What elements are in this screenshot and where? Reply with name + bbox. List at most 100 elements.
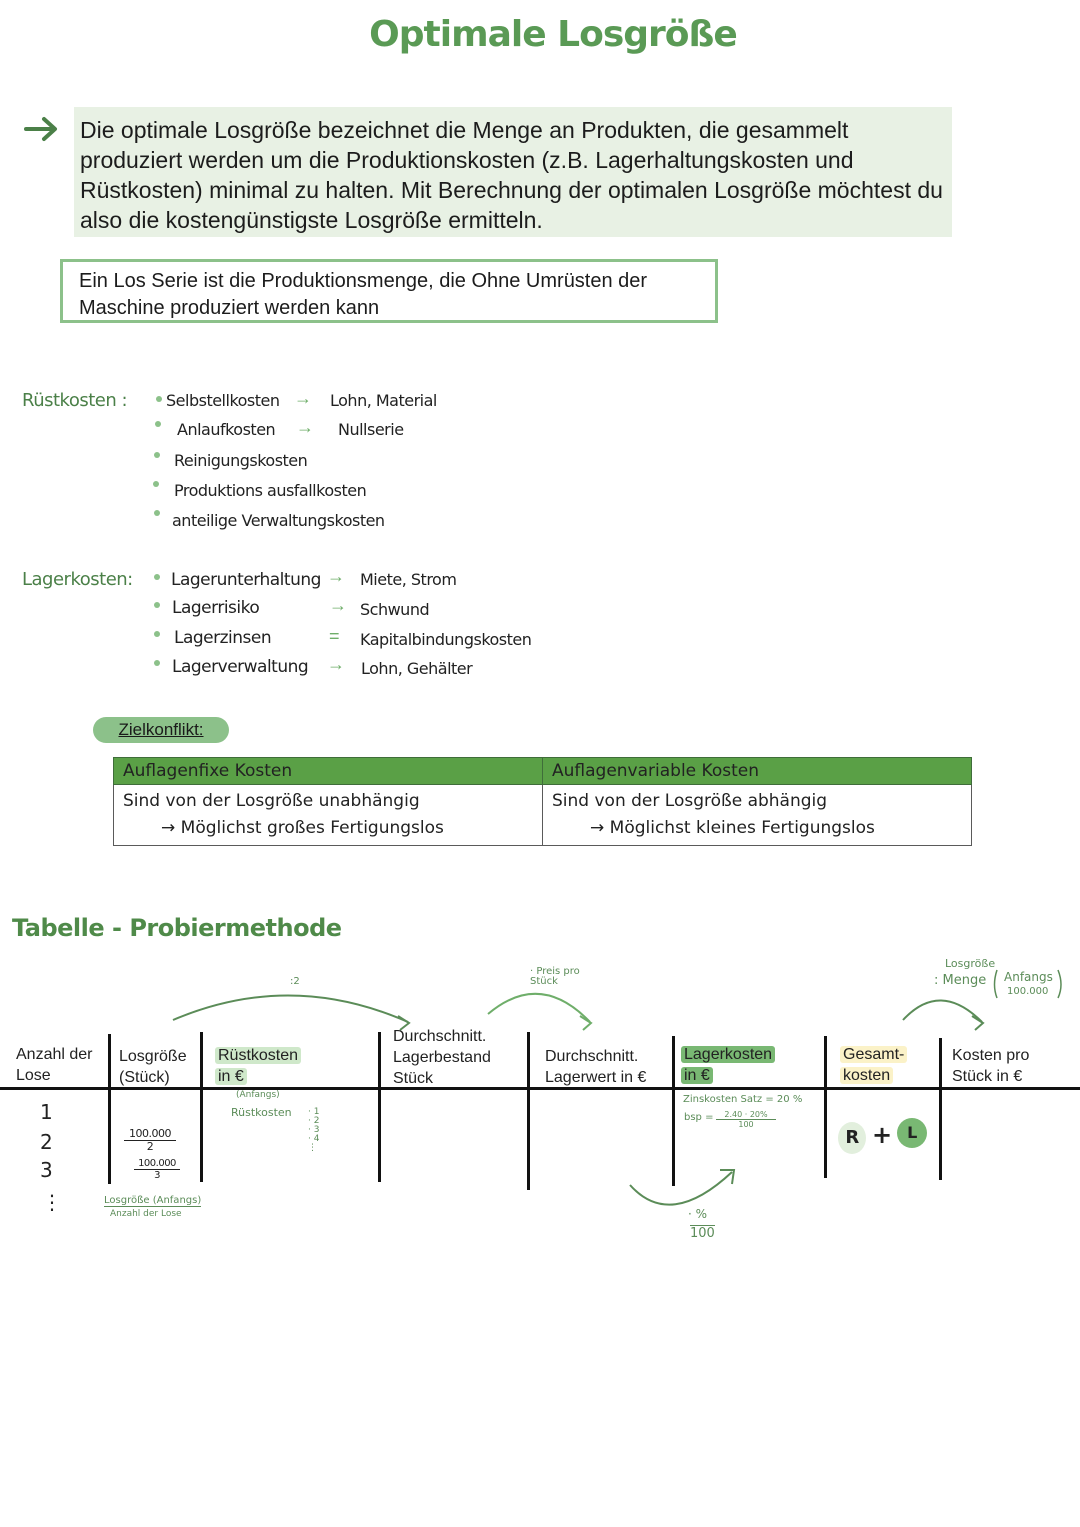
ruest-divisors: · 1 · 2 · 3 · 4 ⋮ [308, 1108, 319, 1153]
bullet-icon [154, 631, 160, 637]
losgroesse-fraction: 100.000 3 [134, 1158, 180, 1181]
lager-item-name: Lagerrisiko [172, 598, 260, 618]
bullet-icon [154, 660, 160, 666]
header-line: in € [215, 1068, 247, 1085]
curved-arrow-icon [629, 1169, 736, 1206]
header-line: Rüstkosten [215, 1047, 302, 1064]
fraction-numerator: 100.000 [124, 1128, 176, 1141]
definition-box: Die optimale Losgröße bezeichnet die Men… [74, 107, 952, 237]
bullet-icon [154, 452, 160, 458]
column-header: Gesamt- kosten [840, 1044, 908, 1086]
bullet-icon [154, 574, 160, 580]
column-line [108, 1034, 111, 1184]
fraction-denominator: 2 [146, 1140, 154, 1153]
header-line: Lose [16, 1067, 51, 1084]
bullet-icon [154, 602, 160, 608]
divisor: · 2 [308, 1116, 320, 1126]
arrow-icon: → [296, 417, 314, 437]
column-line [200, 1032, 203, 1182]
divisor: · 1 [308, 1107, 320, 1117]
column-header: Anzahl der Lose [16, 1044, 93, 1086]
arc-label: : Menge [934, 973, 987, 988]
header-line: Anzahl der [16, 1046, 93, 1063]
divisor: ⋮ [308, 1143, 317, 1153]
column-header: Kosten pro Stück in € [952, 1045, 1029, 1087]
header-line: Durchschnitt. [393, 1028, 487, 1045]
arrow-icon: → [327, 654, 345, 674]
ruest-item-name: Selbstellkosten [166, 391, 280, 410]
bullet-icon [153, 481, 159, 487]
losgroesse-note: Anzahl der Lose [110, 1209, 182, 1219]
header-line: Stück in € [952, 1068, 1023, 1085]
bullet-icon [155, 421, 161, 427]
lager-item-detail: Schwund [360, 600, 430, 619]
arc-label: :2 [290, 976, 300, 987]
losgroesse-note: Losgröße (Anfangs) [104, 1195, 202, 1207]
header-line: Kosten pro [952, 1047, 1030, 1064]
ruest-item-detail: Lohn, Material [330, 391, 437, 410]
anzahl-value: 3 [40, 1158, 53, 1182]
ruest-item-name: anteilige Verwaltungskosten [172, 511, 385, 530]
arc-label: Losgröße [945, 957, 996, 970]
cell-text: Sind von der Losgröße unabhängig [123, 791, 420, 811]
fraction-numerator: 2.40 · 20% [716, 1110, 776, 1120]
anzahl-value: ⋮ [42, 1190, 62, 1214]
zielkonflikt-label: Zielkonflikt: [93, 717, 229, 743]
table-header: Auflagenvariable Kosten [542, 757, 972, 785]
arc-label: Anfangs [1004, 970, 1053, 984]
cell-text: Sind von der Losgröße abhängig [552, 791, 828, 811]
arc-label: 100.000 [1007, 986, 1049, 997]
r-circle: R [838, 1122, 866, 1154]
column-header: Lagerkosten in € [681, 1044, 776, 1086]
column-header: Rüstkosten in € [215, 1045, 302, 1087]
pct-note: · % [688, 1207, 708, 1221]
ruest-note: (Anfangs) [236, 1090, 280, 1100]
anzahl-value: 2 [40, 1130, 53, 1154]
lager-item-name: Lagerzinsen [174, 628, 272, 648]
arrow-icon: → [327, 566, 345, 586]
arrow-icon: → [329, 595, 347, 615]
divisor: · 4 [308, 1134, 320, 1144]
bullet-icon [156, 396, 162, 402]
ruest-item-name: Reinigungskosten [174, 451, 308, 470]
column-line [672, 1036, 675, 1186]
cell-text: → Möglichst großes Fertigungslos [161, 818, 444, 838]
ruest-item-name: Anlaufkosten [177, 420, 276, 439]
header-line: Lagerwert in € [545, 1069, 647, 1086]
lager-item-detail: Miete, Strom [360, 570, 457, 589]
zins-fraction: 2.40 · 20% 100 [716, 1110, 776, 1129]
column-header: Durchschnitt. Lagerbestand Stück [393, 1026, 491, 1089]
fraction-numerator: 100.000 [134, 1158, 180, 1170]
ruest-note: Rüstkosten [231, 1106, 292, 1119]
column-line [824, 1036, 827, 1178]
header-line: kosten [840, 1067, 894, 1084]
fraction-denominator: 100 [738, 1120, 754, 1129]
table-header: Auflagenfixe Kosten [113, 757, 543, 785]
column-line [378, 1032, 381, 1182]
table-cell: Sind von der Losgröße abhängig → Möglich… [542, 784, 972, 846]
header-line: Losgröße [119, 1048, 187, 1065]
ruest-item-detail: Nullserie [338, 420, 404, 439]
zins-note: Zinskosten Satz = 20 % [683, 1094, 803, 1105]
zielkonflikt-table: Auflagenfixe Kosten Auflagenvariable Kos… [113, 757, 972, 846]
cell-text: → Möglichst kleines Fertigungslos [590, 818, 875, 838]
los-definition-text: Ein Los Serie ist die Produktionsmenge, … [79, 270, 648, 319]
header-line: Lagerkosten [681, 1046, 776, 1063]
l-circle: L [897, 1118, 927, 1148]
header-line: Durchschnitt. [545, 1048, 639, 1065]
arrow-right-icon [24, 117, 57, 141]
arc-arrows [172, 969, 1062, 1031]
column-line [939, 1038, 942, 1180]
lager-item-detail: Lohn, Gehälter [361, 659, 473, 678]
section-title: Tabelle - Probiermethode [12, 914, 342, 942]
header-line: Gesamt- [840, 1046, 908, 1063]
column-header: Durchschnitt. Lagerwert in € [545, 1046, 646, 1088]
lager-item-detail: Kapitalbindungskosten [360, 630, 532, 649]
arc-label: · Preis pro Stück [530, 966, 580, 987]
header-line: Stück [393, 1070, 434, 1087]
arrow-icon: → [294, 388, 312, 408]
equals-icon: = [329, 626, 340, 646]
zins-note: bsp = [684, 1112, 714, 1123]
header-line: Lagerbestand [393, 1049, 491, 1066]
lager-item-name: Lagerverwaltung [172, 657, 309, 677]
